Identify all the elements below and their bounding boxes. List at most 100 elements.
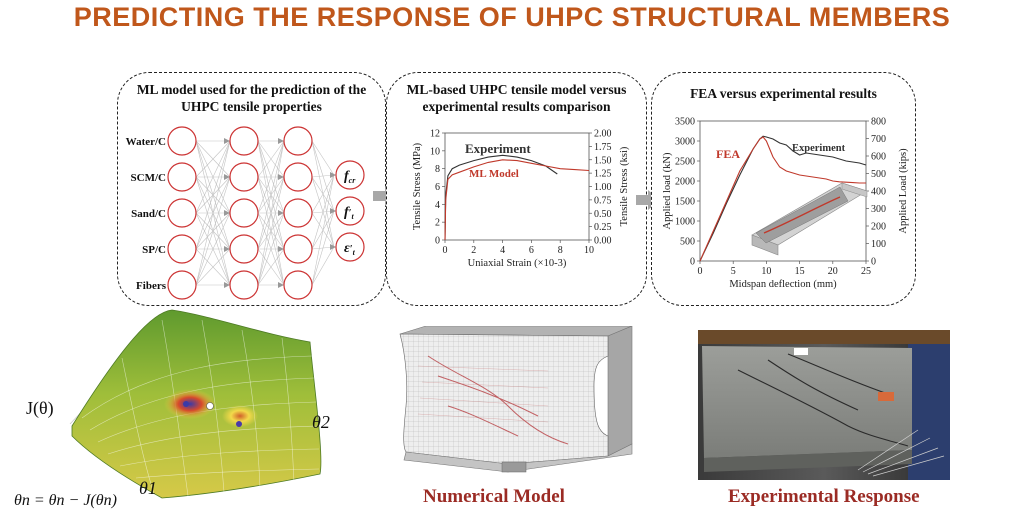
ml-model-panel: ML model used for the prediction of the …: [117, 72, 386, 306]
y2-tick-label: 0.00: [594, 236, 612, 247]
series-label-ml-model: ML Model: [469, 168, 519, 180]
input-node: [167, 234, 197, 264]
y2-tick-label: 0.25: [594, 222, 612, 233]
output-node: [335, 160, 365, 190]
support-plate: [501, 461, 527, 473]
input-node: [167, 270, 197, 300]
output-node: [335, 232, 365, 262]
crack-pattern: [427, 355, 569, 445]
tensile-panel-title: ML-based UHPC tensile model versus exper…: [387, 81, 646, 115]
x-tick-label: 5: [731, 266, 736, 277]
beam-end-face: [607, 326, 633, 457]
y2-tick-label: 200: [871, 222, 886, 233]
numerical-model-caption: Numerical Model: [423, 486, 565, 507]
y-tick-label: 0: [690, 257, 695, 268]
input-node: [167, 198, 197, 228]
experimental-response-caption: Experimental Response: [728, 486, 920, 507]
y2-axis-label: Tensile Stress (ksi): [619, 146, 630, 226]
y-tick-label: 3500: [675, 117, 695, 128]
input-node: [167, 126, 197, 156]
y2-tick-label: 2.00: [594, 129, 612, 140]
output-label: f′t: [344, 205, 354, 221]
beam-web-mesh: [399, 333, 609, 465]
update-rule-equation: θn = θn − J(θn): [14, 492, 117, 509]
theta2-axis-label: θ2: [312, 412, 330, 432]
series-label-fea: FEA: [716, 147, 740, 161]
y-tick-label: 1000: [675, 217, 695, 228]
hidden-node: [283, 234, 313, 264]
x-tick-label: 10: [584, 245, 594, 256]
input-feature-label: Water/C: [126, 136, 166, 148]
x-tick-label: 4: [500, 245, 505, 256]
observed-crack-lines: [737, 353, 909, 447]
x-tick-label: 20: [828, 266, 838, 277]
hidden-node: [229, 198, 259, 228]
x-tick-label: 25: [861, 266, 871, 277]
hidden-node: [229, 126, 259, 156]
y-tick-label: 8: [435, 164, 440, 175]
y2-tick-label: 100: [871, 239, 886, 250]
tensile-title-line2: experimental results comparison: [422, 99, 611, 114]
specimen-label: [794, 348, 808, 355]
y2-tick-label: 700: [871, 134, 886, 145]
hidden-node: [283, 270, 313, 300]
theta1-axis-label: θ1: [139, 478, 157, 498]
y-tick-label: 12: [430, 129, 440, 140]
experimental-photo: [698, 330, 950, 480]
tested-beam-face: [702, 346, 912, 458]
fiber-bundle: [857, 429, 945, 477]
hidden-node: [283, 162, 313, 192]
x-tick-label: 8: [558, 245, 563, 256]
y-tick-label: 0: [435, 236, 440, 247]
series-label-experiment: Experiment: [465, 141, 531, 156]
y2-tick-label: 800: [871, 117, 886, 128]
x-tick-label: 0: [698, 266, 703, 277]
y-tick-label: 2000: [675, 177, 695, 188]
output-label: ε′t: [344, 241, 356, 257]
ml-model-panel-title: ML model used for the prediction of the …: [118, 81, 385, 115]
y2-tick-label: 300: [871, 204, 886, 215]
x-tick-label: 10: [761, 266, 771, 277]
input-node: [167, 162, 197, 192]
output-node: [335, 196, 365, 226]
gradient-descent-start-point: [206, 402, 214, 410]
tensile-title-line1: ML-based UHPC tensile model versus: [406, 82, 627, 97]
x-tick-label: 2: [471, 245, 476, 256]
series-line-experiment: [699, 135, 867, 262]
y2-tick-label: 1.50: [594, 155, 612, 166]
network-connections: [195, 138, 336, 288]
gauge-marker: [878, 392, 894, 401]
y-axis-label: Tensile Stress (MPa): [412, 142, 423, 230]
cost-function-label: J(θ): [26, 398, 54, 418]
y2-tick-label: 0: [871, 257, 876, 268]
y-tick-label: 6: [435, 182, 440, 193]
series-line-fea: [699, 136, 866, 262]
global-minimum-pit: [164, 389, 216, 419]
tensile-comparison-panel: ML-based UHPC tensile model versus exper…: [386, 72, 647, 306]
y2-tick-label: 400: [871, 187, 886, 198]
y2-tick-label: 600: [871, 152, 886, 163]
y2-tick-label: 1.00: [594, 182, 612, 193]
input-feature-label: Fibers: [136, 280, 167, 292]
y-tick-label: 4: [435, 200, 440, 211]
x-axis-label: Midspan deflection (mm): [729, 279, 837, 290]
series-line-ml-model: [444, 159, 590, 241]
input-feature-label: SCM/C: [131, 172, 167, 184]
y-tick-label: 500: [680, 237, 695, 248]
ml-model-title-line2: UHPC tensile properties: [181, 99, 322, 114]
local-minimum-pit: [222, 405, 258, 427]
page-title: PREDICTING THE RESPONSE OF UHPC STRUCTUR…: [73, 2, 951, 32]
y2-tick-label: 500: [871, 169, 886, 180]
y2-tick-label: 0.50: [594, 209, 612, 220]
y2-axis-label: Applied Load (kips): [898, 148, 909, 234]
y-tick-label: 2: [435, 218, 440, 229]
hidden-node: [229, 270, 259, 300]
x-tick-label: 0: [443, 245, 448, 256]
y2-tick-label: 1.25: [594, 169, 612, 180]
x-tick-label: 6: [529, 245, 534, 256]
